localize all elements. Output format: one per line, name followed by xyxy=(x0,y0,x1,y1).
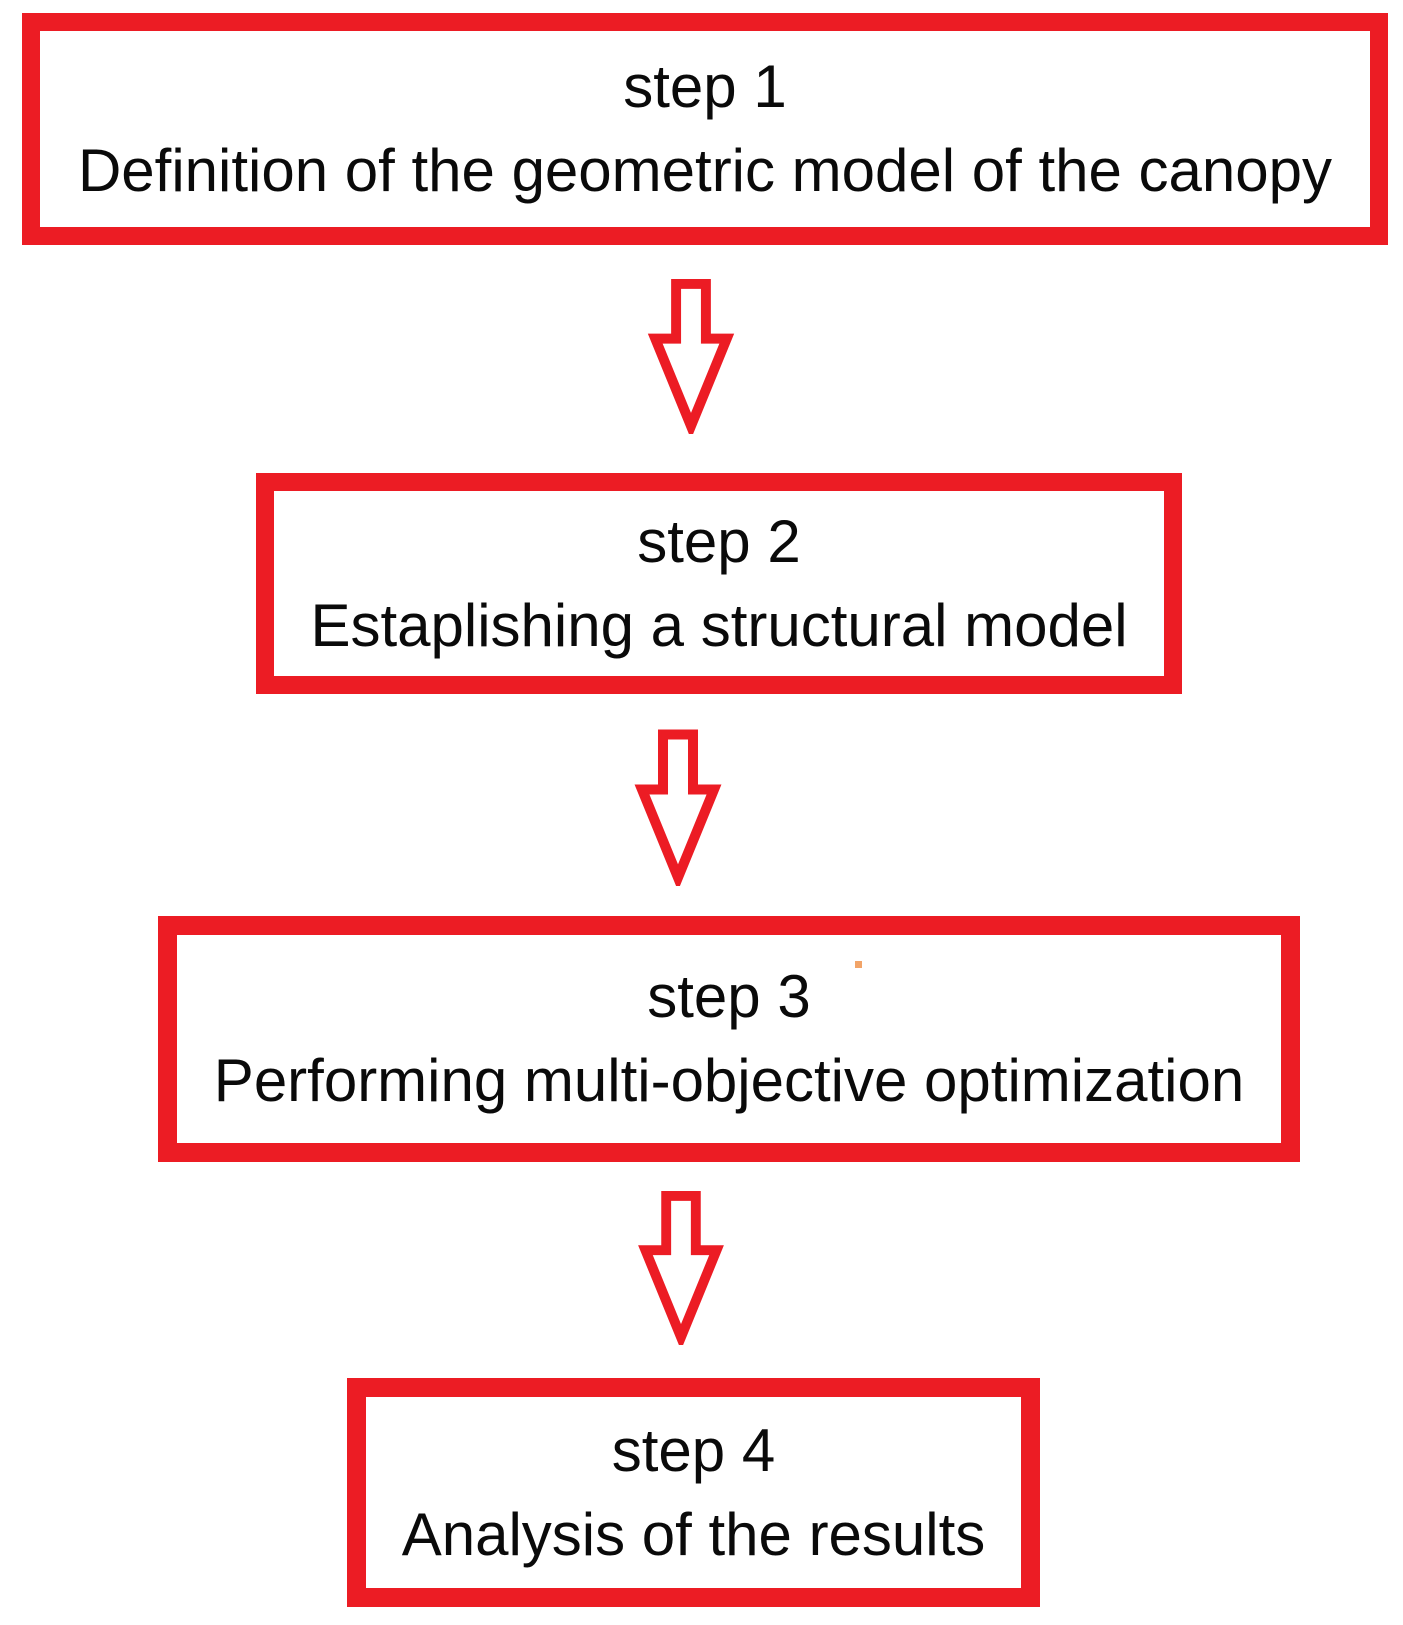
step-1-label: step 1 xyxy=(623,53,787,120)
down-block-arrow-icon xyxy=(635,1189,727,1345)
step-4-description: Analysis of the results xyxy=(401,1500,986,1568)
step-2-description: Estaplishing a structural model xyxy=(310,591,1128,659)
step-box-1: step 1 Definition of the geometric model… xyxy=(22,13,1388,245)
step-1-description: Definition of the geometric model of the… xyxy=(77,137,1333,204)
step-box-4: step 4 Analysis of the results xyxy=(347,1378,1040,1607)
step-box-3: step 3 Performing multi-objective optimi… xyxy=(158,916,1300,1162)
step-4-label: step 4 xyxy=(611,1416,776,1484)
stray-pixel-artifact xyxy=(855,961,862,968)
step-2-label: step 2 xyxy=(637,507,801,575)
down-block-arrow-icon xyxy=(632,727,724,886)
step-3-description: Performing multi-objective optimization xyxy=(213,1047,1245,1114)
step-3-label: step 3 xyxy=(647,963,811,1030)
step-box-2: step 2 Estaplishing a structural model xyxy=(256,473,1182,694)
down-block-arrow-icon xyxy=(645,277,737,434)
